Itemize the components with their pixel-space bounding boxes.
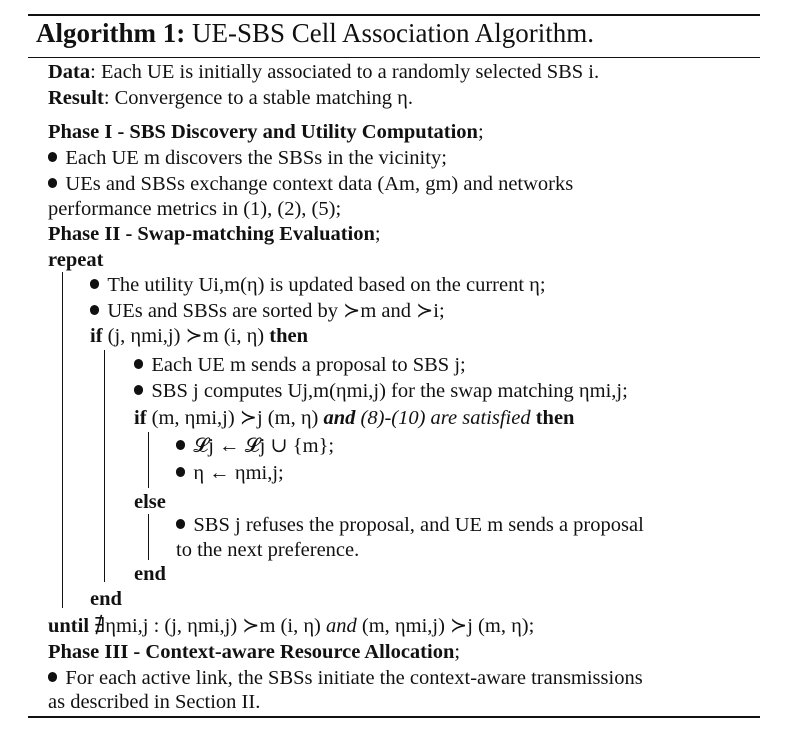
phase-1-item-2: UEs and SBSs exchange context data (Am, … (48, 172, 573, 196)
end-keyword: end (134, 563, 166, 585)
phase-1-title: Phase I - SBS Discovery and Utility Comp… (48, 121, 478, 143)
repeat-line: repeat (48, 248, 103, 272)
end-keyword: end (90, 588, 122, 610)
if-inner-line: if (m, ηmi,j) ≻j (m, η) and (8)-(10) are… (134, 406, 574, 430)
until-line: until ∄ηmi,j : (j, ηmi,j) ≻m (i, η) and … (48, 614, 534, 638)
algorithm-title: Algorithm 1: UE-SBS Cell Association Alg… (36, 18, 594, 49)
else-item-1: SBS j refuses the proposal, and UE m sen… (176, 513, 644, 537)
if-keyword: if (134, 407, 147, 429)
phase-1-heading: Phase I - SBS Discovery and Utility Comp… (48, 120, 484, 144)
bullet-icon (176, 519, 186, 529)
phase-3-item-1-cont: as described in Section II. (48, 690, 260, 714)
phase-3-item-1-cont-text: as described in Section II. (48, 691, 261, 713)
else-keyword: else (134, 491, 166, 513)
and-keyword: and (323, 407, 356, 429)
and-keyword: and (326, 615, 357, 637)
if-outer-line: if (j, ηmi,j) ≻m (i, η) then (90, 324, 308, 348)
repeat-item-1: The utility Ui,m(η) is updated based on … (90, 273, 546, 297)
result-keyword: Result (48, 87, 104, 109)
then-keyword: then (269, 325, 308, 347)
data-keyword: Data (48, 61, 91, 83)
phase-3-punct: ; (454, 641, 461, 663)
until-condition-2: (m, ηmi,j) ≻j (m, η); (361, 615, 535, 637)
repeat-item-1-text: The utility Ui,m(η) is updated based on … (107, 274, 546, 296)
repeat-block-bar (62, 272, 63, 608)
if-outer-item-2-text: SBS j computes Uj,m(ηmi,j) for the swap … (151, 380, 628, 402)
bullet-icon (134, 385, 144, 395)
phase-1-item-1: Each UE m discovers the SBSs in the vici… (48, 146, 447, 170)
bullet-icon (48, 152, 58, 162)
header-rule (28, 57, 760, 58)
if-outer-condition: (j, ηmi,j) ≻m (i, η) (107, 325, 265, 347)
result-line: Result: Convergence to a stable matching… (48, 86, 413, 110)
phase-1-item-2-text: UEs and SBSs exchange context data (Am, … (65, 173, 574, 195)
if-inner-condition-2: (8)-(10) are satisfied (360, 407, 531, 429)
if-inner-item-1-text: 𝓛j ← 𝓛j ∪ {m}; (193, 435, 335, 457)
else-item-1-cont: to the next preference. (176, 538, 359, 562)
phase-1-item-2-cont: performance metrics in (1), (2), (5); (48, 197, 341, 221)
bullet-icon (176, 467, 186, 477)
until-condition: ∄ηmi,j : (j, ηmi,j) ≻m (i, η) (94, 615, 321, 637)
then-keyword: then (535, 407, 575, 429)
if-outer-item-1: Each UE m sends a proposal to SBS j; (134, 353, 466, 377)
bullet-icon (90, 279, 100, 289)
phase-2-heading: Phase II - Swap-matching Evaluation; (48, 222, 381, 246)
if-inner-then-bar (148, 432, 149, 488)
if-outer-item-2: SBS j computes Uj,m(ηmi,j) for the swap … (134, 379, 628, 403)
data-line: Data: Each UE is initially associated to… (48, 60, 599, 84)
algorithm-label: Algorithm 1: (36, 18, 186, 48)
if-inner-item-2: η ← ηmi,j; (176, 461, 284, 485)
phase-3-item-1-text: For each active link, the SBSs initiate … (65, 667, 643, 689)
else-item-1-text: SBS j refuses the proposal, and UE m sen… (193, 514, 644, 536)
bullet-icon (90, 305, 100, 315)
phase-1-item-1-text: Each UE m discovers the SBSs in the vici… (65, 147, 447, 169)
end-inner-line: end (134, 562, 166, 586)
if-outer-item-1-text: Each UE m sends a proposal to SBS j; (151, 354, 466, 376)
repeat-keyword: repeat (48, 249, 104, 271)
phase-1-punct: ; (477, 121, 484, 143)
else-item-1-cont-text: to the next preference. (176, 539, 360, 561)
result-text: : Convergence to a stable matching η. (103, 87, 414, 109)
else-block-bar (148, 514, 149, 560)
end-outer-line: end (90, 587, 122, 611)
if-inner-item-1: 𝓛j ← 𝓛j ∪ {m}; (176, 434, 334, 458)
bullet-icon (134, 359, 144, 369)
phase-3-title: Phase III - Context-aware Resource Alloc… (48, 641, 455, 663)
until-keyword: until (48, 615, 90, 637)
if-inner-item-2-text: η ← ηmi,j; (193, 462, 284, 484)
data-text: : Each UE is initially associated to a r… (90, 61, 600, 83)
phase-2-title: Phase II - Swap-matching Evaluation (48, 223, 375, 245)
phase-3-heading: Phase III - Context-aware Resource Alloc… (48, 640, 460, 664)
bullet-icon (48, 672, 58, 682)
bottom-rule (28, 716, 760, 718)
if-inner-condition: (m, ηmi,j) ≻j (m, η) (151, 407, 319, 429)
bullet-icon (48, 178, 58, 188)
repeat-item-2-text: UEs and SBSs are sorted by ≻m and ≻i; (107, 300, 445, 322)
top-rule (28, 14, 760, 16)
repeat-item-2: UEs and SBSs are sorted by ≻m and ≻i; (90, 299, 445, 323)
else-line: else (134, 490, 166, 514)
algorithm-name: UE-SBS Cell Association Algorithm. (191, 18, 595, 48)
bullet-icon (176, 440, 186, 450)
phase-1-item-2-cont-text: performance metrics in (1), (2), (5); (48, 198, 342, 220)
if-keyword: if (90, 325, 103, 347)
phase-3-item-1: For each active link, the SBSs initiate … (48, 666, 643, 690)
if-outer-block-bar (104, 350, 105, 582)
phase-2-punct: ; (374, 223, 381, 245)
